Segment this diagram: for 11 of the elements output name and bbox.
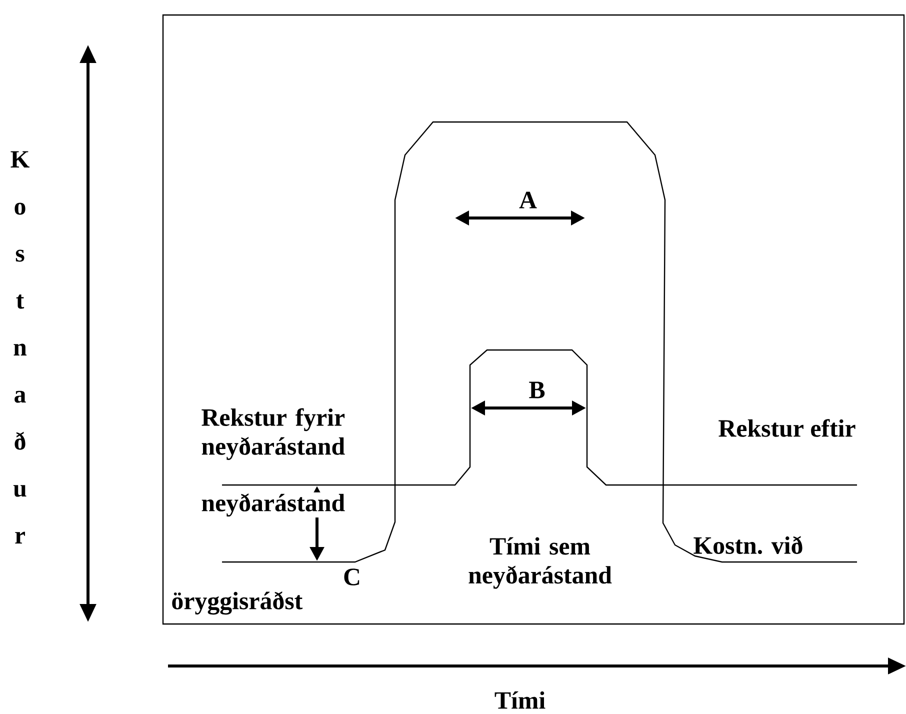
region-label: Rekstur eftir (718, 419, 856, 437)
region-label: Kostn. við (694, 536, 802, 554)
axis-label: Tími (494, 691, 546, 709)
axis-label: Kostnaður (10, 151, 30, 544)
dimension-label: A (519, 192, 537, 208)
region-label: Rekstur fyrir neyðarástand (202, 408, 345, 460)
region-label: Tími sem neyðarástand (468, 537, 612, 589)
dimension-label: B (529, 382, 545, 398)
region-label: öryggisráðst (172, 591, 303, 615)
dimension-label: C (344, 568, 360, 586)
region-label: neyðarástand (200, 492, 346, 518)
